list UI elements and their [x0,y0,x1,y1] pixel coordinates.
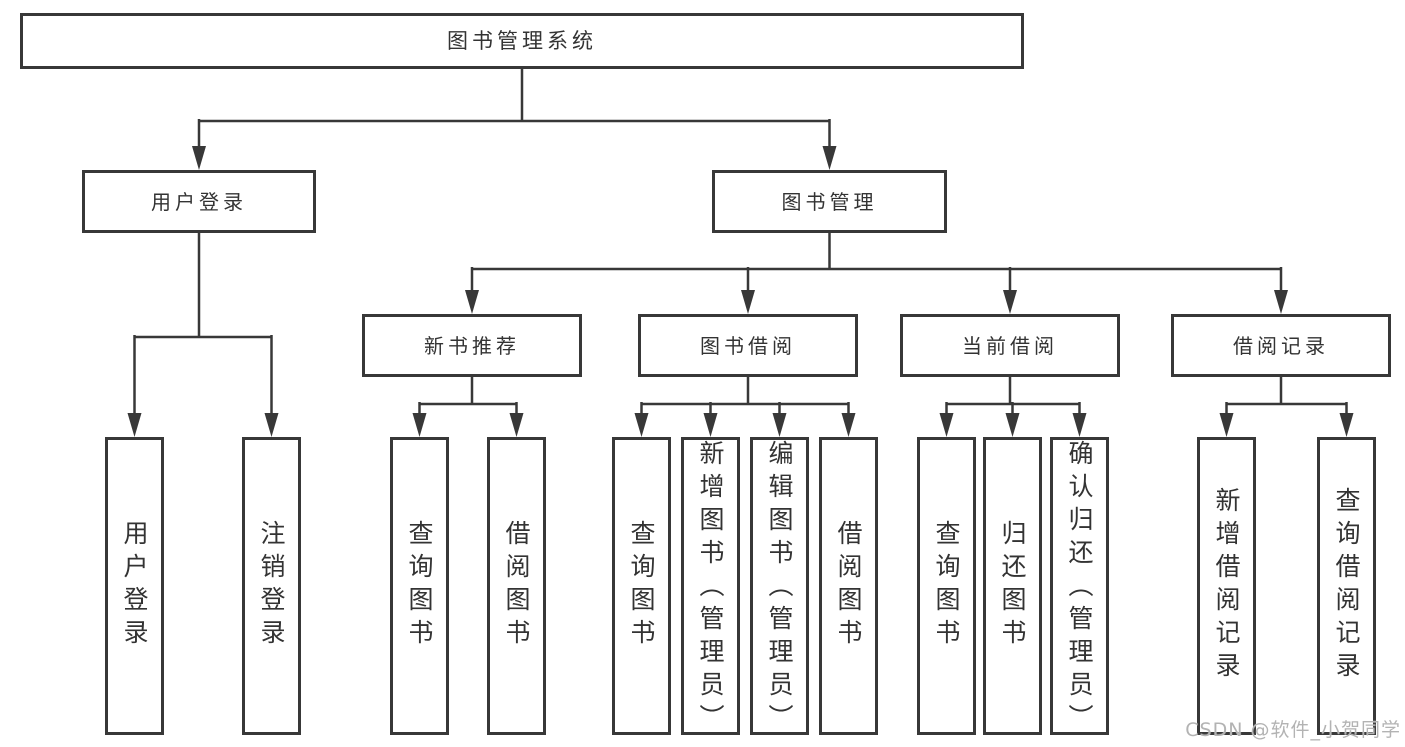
node-book-borrowing: 图书借阅 [638,314,858,377]
leaf-query-books-recommend: 查询图书 [390,437,449,735]
node-label: 新书推荐 [424,333,520,358]
node-label: 图书借阅 [700,333,796,358]
node-label: 当前借阅 [962,333,1058,358]
leaf-return-book: 归还图书 [983,437,1042,735]
leaf-query-books-current: 查询图书 [917,437,976,735]
node-label: 用户登录 [120,520,149,652]
node-label: 借阅图书 [502,520,531,652]
node-label: 图书管理 [781,189,878,214]
node-current-borrowing: 当前借阅 [900,314,1120,377]
connector-new-book [418,377,518,417]
node-label: 查询图书 [627,520,656,652]
node-new-book-recommendation: 新书推荐 [362,314,582,377]
node-library-system: 图书管理系统 [20,13,1024,69]
node-borrowing-records: 借阅记录 [1171,314,1391,377]
node-label: 新增借阅记录 [1212,487,1241,685]
node-label: 确认归还（管理员） [1065,440,1094,737]
leaf-borrow-books-borrowing: 借阅图书 [819,437,878,735]
node-label: 查询借阅记录 [1332,487,1361,685]
leaf-logout: 注销登录 [242,437,301,735]
node-label: 借阅记录 [1233,333,1329,358]
leaf-borrow-books-recommend: 借阅图书 [487,437,546,735]
node-label: 查询图书 [932,520,961,652]
watermark: CSDN @软件_小贺同学 [1185,719,1401,741]
node-label: 编辑图书（管理员） [765,440,794,737]
connector-user-login [133,233,273,417]
connector-borrowing-records [1225,377,1348,417]
leaf-add-borrow-record: 新增借阅记录 [1197,437,1256,735]
leaf-add-book-admin: 新增图书（管理员） [681,437,740,737]
leaf-confirm-return-admin: 确认归还（管理员） [1050,437,1109,737]
node-label: 注销登录 [257,520,286,652]
connector-root [197,69,831,150]
leaf-edit-book-admin: 编辑图书（管理员） [750,437,809,737]
node-label: 用户登录 [151,189,247,214]
node-label: 图书管理系统 [447,28,597,53]
node-label: 借阅图书 [834,520,863,652]
node-label: 归还图书 [998,520,1027,652]
connector-current-borrowing [945,377,1081,417]
connector-book-borrowing [640,377,850,417]
node-book-management: 图书管理 [712,170,947,233]
node-user-login: 用户登录 [82,170,316,233]
leaf-query-borrow-record: 查询借阅记录 [1317,437,1376,735]
leaf-user-login: 用户登录 [105,437,164,735]
node-label: 新增图书（管理员） [696,440,725,737]
leaf-query-books-borrowing: 查询图书 [612,437,671,735]
connector-book-management [470,233,1283,294]
node-label: 查询图书 [405,520,434,652]
